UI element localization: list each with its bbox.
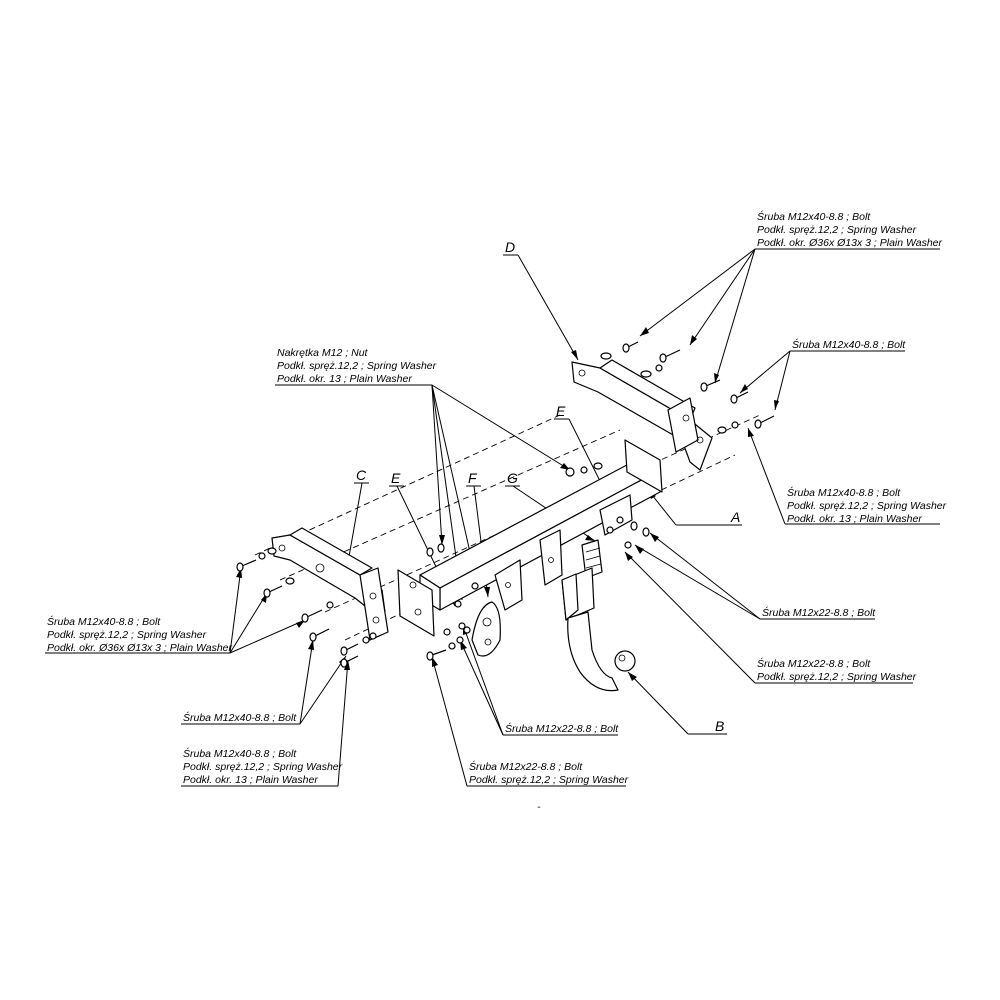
callout-line: Podkł. spręż.12,2 ; Spring Washer (469, 774, 629, 786)
callout-right-bolt: Śruba M12x40-8.8 ; Bolt (790, 338, 906, 352)
callout-line: Podkł. spręż.12,2 ; Spring Washer (757, 671, 917, 683)
callout-line: Podkł. okr. 13 ; Plain Washer (183, 774, 318, 786)
callout-left-bottom: Śruba M12x40-8.8 ; Bolt Podkł. spręż.12,… (181, 747, 343, 787)
callout-line: Śruba M12x40-8.8 ; Bolt (792, 338, 906, 351)
right-side-arm-d (571, 359, 713, 471)
bolt-icon (443, 622, 471, 636)
callout-line: Nakrętka M12 ; Nut (277, 347, 369, 359)
callout-line: Podkł. spręż.12,2 ; Spring Washer (277, 360, 437, 372)
callout-line: Śruba M12x22-8.8 ; Bolt (469, 760, 583, 773)
callout-line: Podkł. okr. 13 ; Plain Washer (787, 513, 922, 525)
callout-mid-bottom: Śruba M12x22-8.8 ; Bolt Podkł. spręż.12,… (467, 760, 629, 787)
callout-right-m22-washer: Śruba M12x22-8.8 ; Bolt Podkł. spręż.12,… (755, 657, 917, 684)
bolt-icon (301, 601, 334, 623)
bolt-icon (340, 655, 359, 668)
bolt-icon (263, 577, 295, 598)
callout-mid-bolt: Śruba M12x22-8.8 ; Bolt (503, 722, 619, 736)
bolt-icon (606, 516, 650, 549)
callout-line: Śruba M12x40-8.8 ; Bolt (47, 615, 161, 628)
callout-line: Podkł. spręż.12,2 ; Spring Washer (787, 500, 947, 512)
nut-icon (454, 582, 479, 608)
callout-left-group: Śruba M12x40-8.8 ; Bolt Podkł. spręż.12,… (45, 615, 233, 654)
callout-line: Śruba M12x22-8.8 ; Bolt (762, 606, 876, 619)
bolt-icon (340, 632, 377, 656)
nut-icon (426, 543, 445, 557)
center-bracket-f (471, 601, 501, 657)
callout-line: Podkł. okr. Ø36x Ø13x 3 ; Plain Washer (47, 642, 233, 654)
callout-line: Podkł. okr. 13 ; Plain Washer (277, 373, 412, 385)
callout-line: Podkł. spręż.12,2 ; Spring Washer (757, 224, 917, 236)
callout-line: Śruba M12x40-8.8 ; Bolt (183, 747, 297, 760)
letter-a: A (730, 509, 740, 525)
center-bracket-g (581, 539, 603, 579)
bolt-icon (600, 341, 639, 360)
callout-line: Śruba M12x40-8.8 ; Bolt (757, 210, 871, 223)
letter-d: D (505, 239, 515, 255)
bolt-icon (717, 415, 775, 434)
letter-e-right: E (556, 403, 566, 419)
callout-left-bolt: Śruba M12x40-8.8 ; Bolt (181, 711, 300, 725)
main-crossbar-a (397, 439, 663, 637)
bolt-icon (700, 379, 721, 392)
bolt-icon (236, 547, 277, 572)
tow-ball-b (561, 567, 636, 692)
letter-e-left: E (391, 470, 401, 486)
callout-nut-group: Nakrętka M12 ; Nut Podkł. spręż.12,2 ; S… (275, 347, 437, 386)
bolt-icon (640, 349, 681, 378)
letter-g: G (507, 470, 518, 486)
letter-c: C (356, 467, 367, 483)
callout-line: Śruba M12x22-8.8 ; Bolt (757, 657, 871, 670)
bolt-icon (426, 636, 464, 661)
callout-line: Śruba M12x22-8.8 ; Bolt (505, 722, 619, 735)
leader-lines (229, 248, 791, 787)
callout-line: Podkł. okr. Ø36x Ø13x 3 ; Plain Washer (757, 237, 943, 249)
bolt-icon (309, 628, 330, 642)
nut-icon (565, 462, 603, 477)
footer-mark: - (537, 801, 541, 813)
callout-right-mid: Śruba M12x40-8.8 ; Bolt Podkł. spręż.12,… (785, 486, 947, 525)
left-side-arm-c (271, 527, 389, 641)
letter-f: F (468, 470, 478, 486)
callout-line: Podkł. spręż.12,2 ; Spring Washer (183, 761, 343, 773)
callout-top-right: Śruba M12x40-8.8 ; Bolt Podkł. spręż.12,… (755, 210, 943, 250)
letter-b: B (715, 718, 724, 734)
callout-right-m22: Śruba M12x22-8.8 ; Bolt (760, 606, 876, 620)
callout-line: Śruba M12x40-8.8 ; Bolt (787, 486, 901, 499)
callout-line: Podkł. spręż.12,2 ; Spring Washer (47, 629, 207, 641)
bolt-icon (730, 391, 749, 404)
fasteners (236, 341, 775, 668)
callout-line: Śruba M12x40-8.8 ; Bolt (183, 711, 297, 724)
